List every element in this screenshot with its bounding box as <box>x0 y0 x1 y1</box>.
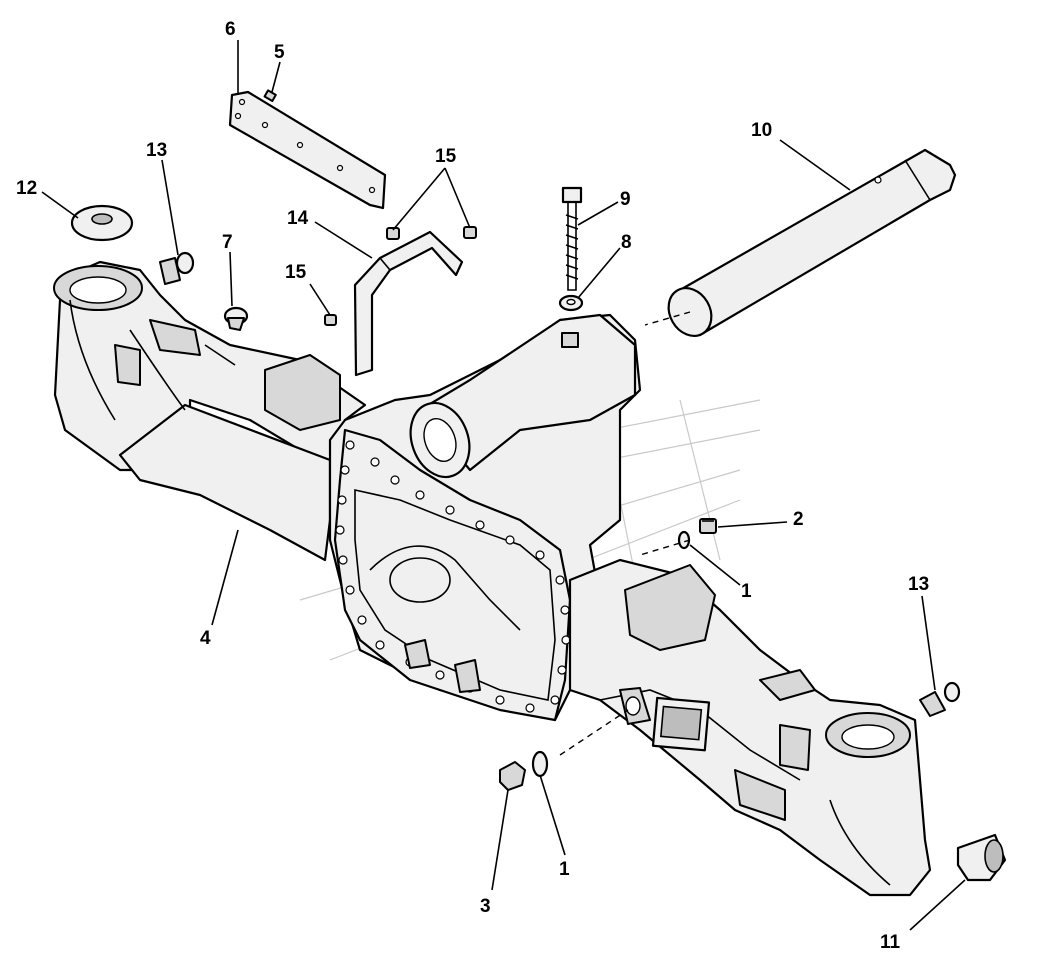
callout-5: 5 <box>274 42 285 63</box>
plate-6 <box>228 90 387 210</box>
grease-fitting-13-right <box>919 681 961 717</box>
pivot-pin-10 <box>667 148 957 337</box>
callout-11: 11 <box>880 932 901 953</box>
callout-1-lower: 1 <box>559 859 570 880</box>
plug-7 <box>223 306 249 331</box>
nut-8 <box>558 294 584 312</box>
callout-3: 3 <box>480 896 491 917</box>
callout-6: 6 <box>225 19 236 40</box>
leader-lines <box>41 40 966 931</box>
callout-14: 14 <box>287 208 309 229</box>
callout-4: 4 <box>200 628 211 649</box>
bushing-11 <box>956 833 1007 882</box>
screw-5 <box>263 89 277 102</box>
grease-fitting-13-left <box>159 251 195 285</box>
callout-9: 9 <box>620 189 631 210</box>
screw-15-c <box>324 314 337 326</box>
seal-ring-1-upper <box>677 530 691 550</box>
callout-10: 10 <box>751 120 772 141</box>
callout-2: 2 <box>793 509 804 530</box>
callout-8: 8 <box>621 232 632 253</box>
seal-ring-1-lower <box>531 750 549 778</box>
callout-7: 7 <box>222 232 233 253</box>
callout-1-upper: 1 <box>741 581 752 602</box>
callout-15-left: 15 <box>285 262 307 283</box>
assembly-lines <box>559 311 691 756</box>
plug-2 <box>699 518 717 534</box>
callouts: 6 5 13 12 7 14 15 15 9 8 10 2 1 4 13 3 1… <box>16 19 929 953</box>
axle-housing <box>53 260 932 897</box>
screw-15-b <box>463 226 477 239</box>
callout-13-right: 13 <box>908 574 929 595</box>
screw-15-a <box>386 227 400 240</box>
callout-15-top: 15 <box>435 146 457 167</box>
bolt-9 <box>561 186 583 291</box>
callout-12: 12 <box>16 178 37 199</box>
washer-12 <box>70 204 134 242</box>
drain-plug-3 <box>499 761 526 791</box>
callout-13-left: 13 <box>146 140 167 161</box>
bracket-14 <box>353 230 464 377</box>
